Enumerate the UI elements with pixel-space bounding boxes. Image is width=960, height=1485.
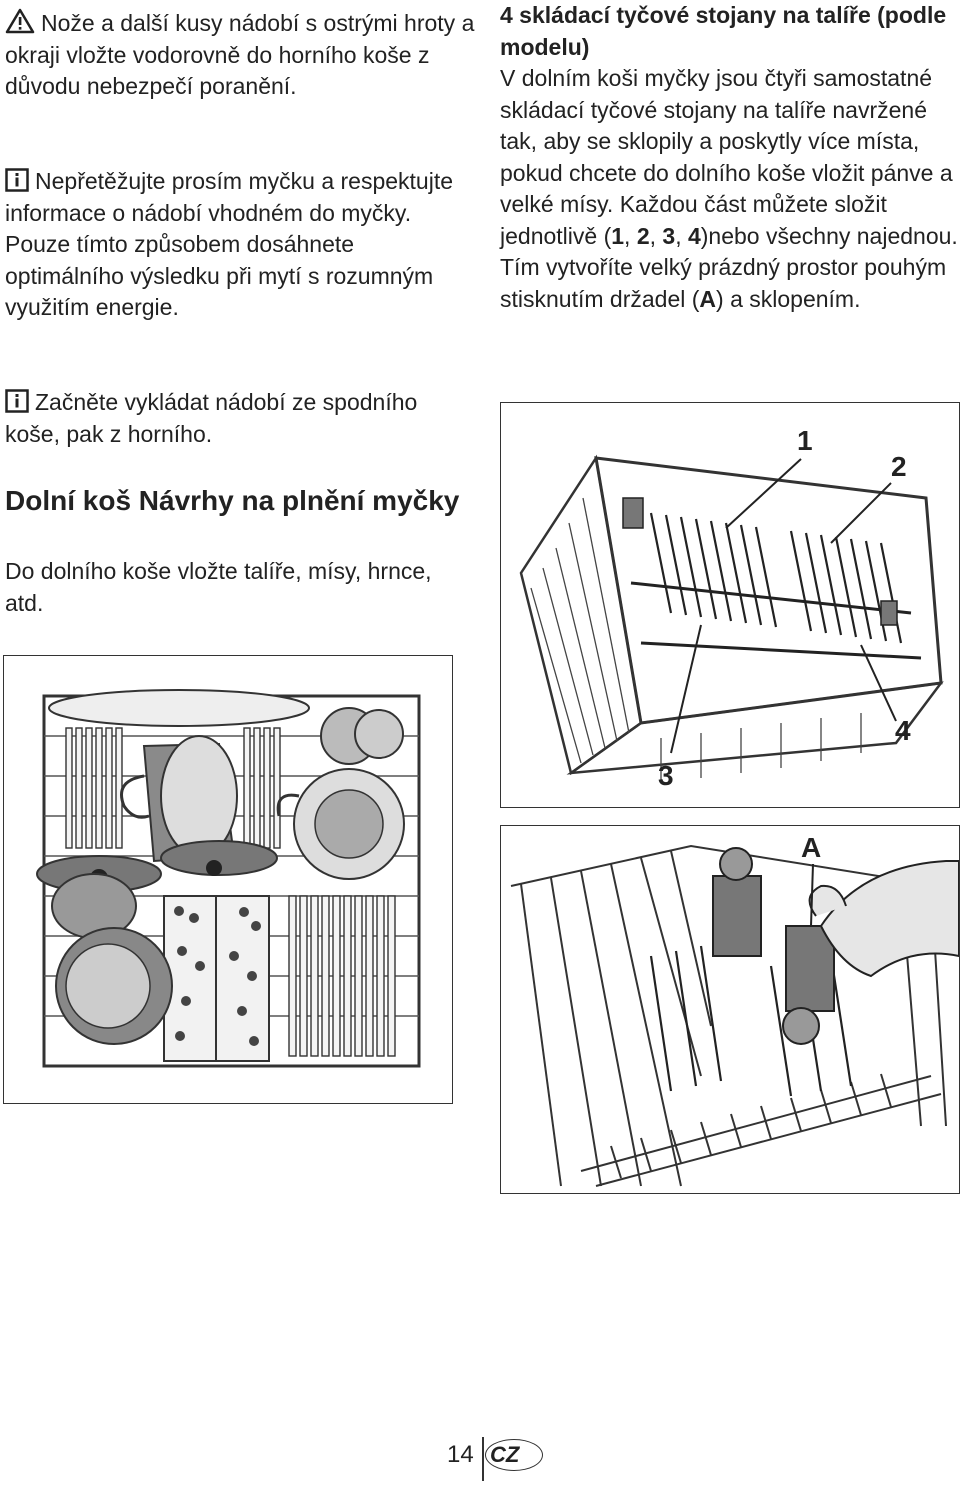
info-text-overload: Nepřetěžujte prosím myčku a respektujte … — [5, 168, 454, 320]
rack-number-4: 4 — [687, 222, 701, 249]
country-code: CZ — [490, 1442, 520, 1467]
section-intro: Do dolního koše vložte talíře, mísy, hrn… — [5, 556, 475, 619]
lower-basket-loading-illustration — [3, 655, 453, 1104]
page-number: 14 — [447, 1441, 474, 1468]
right-column: 4 skládací tyčové stojany na talíře (pod… — [500, 0, 958, 315]
footer-divider — [482, 1437, 484, 1481]
callout-1: 1 — [797, 425, 813, 456]
info-notice-unload: Začněte vykládat nádobí ze spodního koše… — [5, 387, 475, 450]
rack-heading: 4 skládací tyčové stojany na talíře (pod… — [500, 2, 947, 60]
folding-racks-illustration: 1 2 3 4 — [500, 402, 960, 808]
info-notice-overload: Nepřetěžujte prosím myčku a respektujte … — [5, 166, 475, 324]
callout-2: 2 — [891, 451, 907, 482]
rack-description: V dolním koši myčky jsou čtyři samostatn… — [500, 65, 958, 312]
callout-a: A — [801, 832, 822, 863]
warning-text: Nože a další kusy nádobí s ostrými hroty… — [5, 10, 475, 99]
rack-number-1: 1 — [611, 222, 625, 249]
rack-number-2: 2 — [636, 222, 650, 249]
info-text-unload: Začněte vykládat nádobí ze spodního koše… — [5, 389, 418, 447]
section-heading: Dolní koš Návrhy na plnění myčky — [5, 485, 460, 516]
rack-number-3: 3 — [662, 222, 676, 249]
rack-handle-illustration: A — [500, 825, 960, 1194]
info-icon — [5, 389, 29, 413]
handle-letter: A — [699, 285, 717, 312]
callout-3: 3 — [658, 760, 674, 791]
warning-triangle-icon — [5, 8, 35, 34]
warning-notice: Nože a další kusy nádobí s ostrými hroty… — [5, 8, 475, 103]
section-intro-text: Do dolního koše vložte talíře, mísy, hrn… — [5, 558, 432, 616]
info-icon — [5, 168, 29, 192]
callout-4: 4 — [895, 715, 911, 746]
country-badge-ring — [485, 1439, 543, 1471]
